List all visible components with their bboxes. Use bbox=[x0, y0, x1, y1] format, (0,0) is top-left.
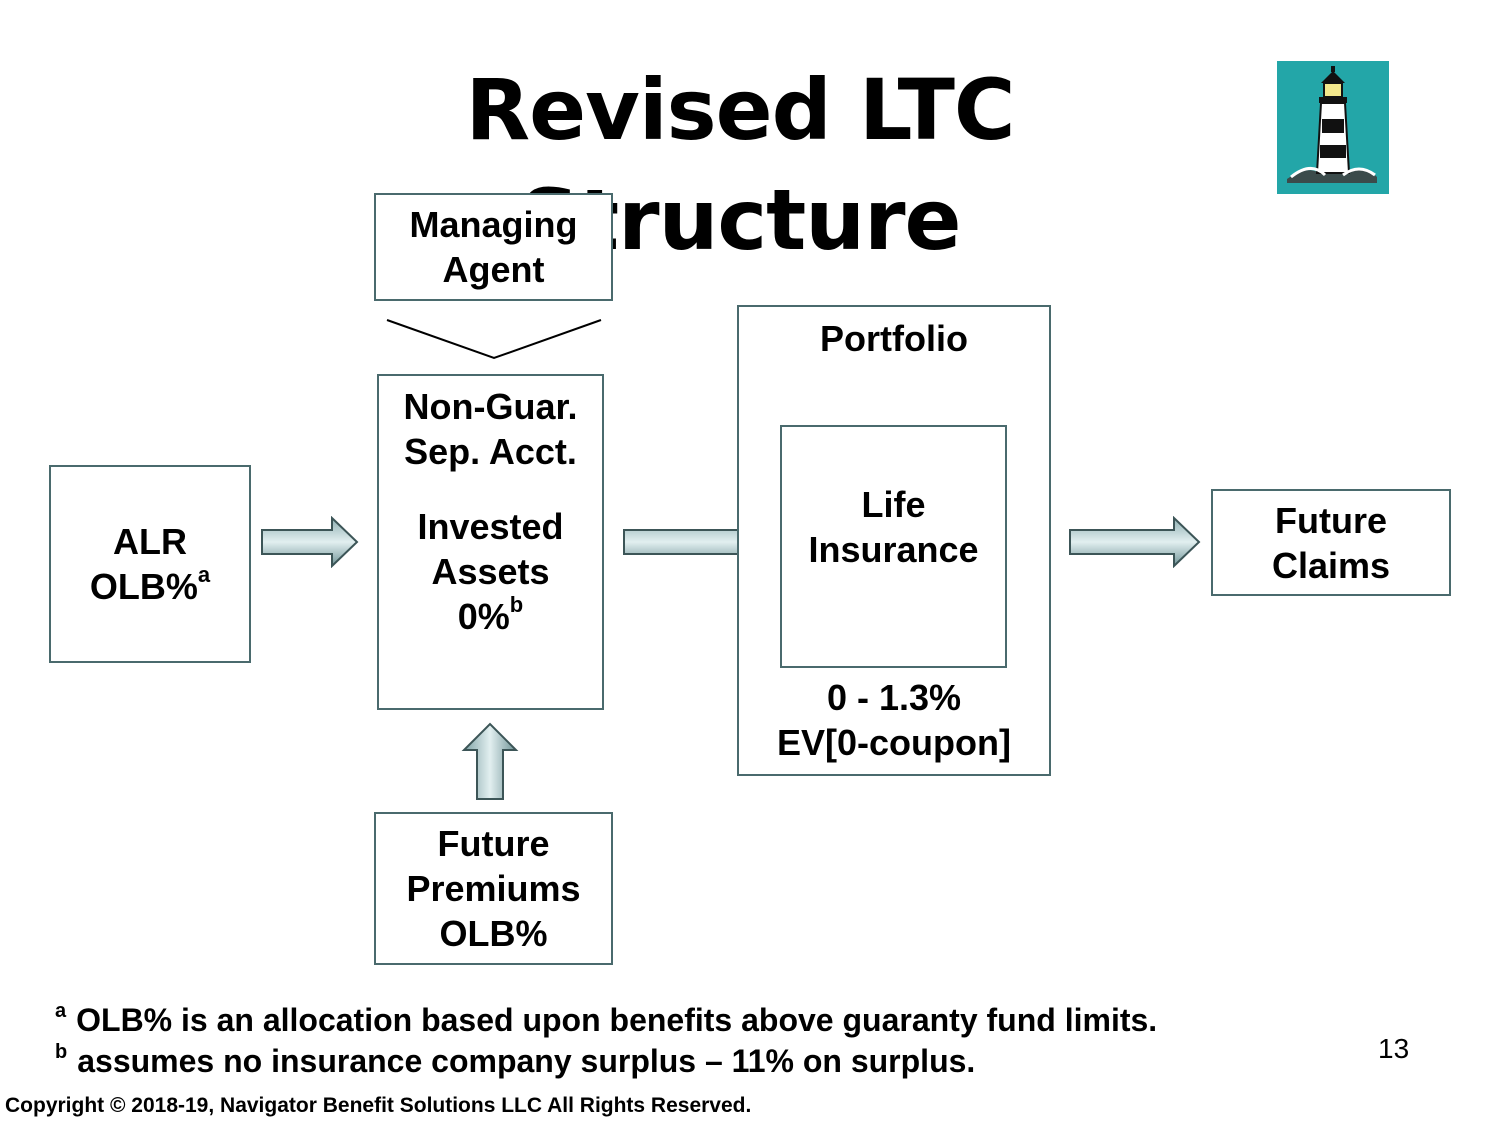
sep-account-box: Non-Guar. Sep. Acct. Invested Assets 0%b bbox=[377, 374, 604, 710]
copyright-notice: Copyright © 2018-19, Navigator Benefit S… bbox=[5, 1094, 752, 1117]
portfolio-label: Portfolio bbox=[820, 318, 968, 359]
arrow-right-icon bbox=[261, 516, 359, 568]
managing-agent-line2: Agent bbox=[442, 249, 545, 290]
life-insurance-line2: Insurance bbox=[808, 529, 979, 570]
footnote-text: assumes no insurance company surplus – 1… bbox=[77, 1043, 976, 1079]
footnotes: a OLB% is an allocation based upon benefi… bbox=[55, 1000, 1157, 1082]
life-insurance-line1: Life bbox=[861, 484, 926, 525]
footnote-a: a OLB% is an allocation based upon benefi… bbox=[55, 1000, 1157, 1041]
footnote-text: OLB% is an allocation based upon benefit… bbox=[76, 1002, 1158, 1038]
footnote-marker: a bbox=[55, 1000, 67, 1023]
future-claims-box: Future Claims bbox=[1211, 489, 1451, 596]
portfolio-rate: 0 - 1.3% bbox=[826, 677, 962, 718]
sep-account-line5: 0%b bbox=[379, 594, 602, 639]
future-claims-line1: Future bbox=[1275, 499, 1387, 541]
future-premiums-line1: Future bbox=[437, 823, 550, 864]
managing-agent-connector bbox=[386, 319, 602, 360]
sep-account-line3: Invested bbox=[417, 506, 564, 547]
sep-account-rate: 0% bbox=[457, 596, 510, 637]
sep-account-line1: Non-Guar. bbox=[403, 386, 578, 427]
portfolio-ev: EV[0-coupon] bbox=[777, 722, 1011, 763]
sep-account-line4: Assets bbox=[431, 551, 550, 592]
alr-line2: OLB%a bbox=[90, 564, 210, 609]
alr-footnote-marker: a bbox=[197, 562, 211, 587]
alr-line1: ALR bbox=[113, 521, 187, 562]
alr-line2-text: OLB% bbox=[89, 566, 198, 607]
sep-account-line2: Sep. Acct. bbox=[404, 431, 577, 472]
arrow-right-icon bbox=[1069, 516, 1201, 568]
lighthouse-icon bbox=[1277, 61, 1389, 194]
life-insurance-box: Life Insurance bbox=[780, 425, 1007, 668]
future-claims-line2: Claims bbox=[1271, 544, 1391, 586]
managing-agent-box: Managing Agent bbox=[374, 193, 613, 301]
future-premiums-box: Future Premiums OLB% bbox=[374, 812, 613, 965]
slide-number: 13 bbox=[1378, 1033, 1410, 1064]
arrow-up-icon bbox=[461, 722, 519, 800]
sep-account-footnote-marker: b bbox=[509, 592, 524, 617]
future-premiums-line2: Premiums bbox=[406, 868, 581, 909]
future-premiums-line3: OLB% bbox=[439, 913, 548, 954]
page-title: Revised LTC Structure bbox=[465, 61, 1015, 269]
alr-box: ALR OLB%a bbox=[49, 465, 251, 663]
managing-agent-line1: Managing bbox=[409, 204, 578, 245]
footnote-b: b assumes no insurance company surplus – … bbox=[55, 1041, 1157, 1082]
footnote-marker: b bbox=[55, 1041, 68, 1064]
